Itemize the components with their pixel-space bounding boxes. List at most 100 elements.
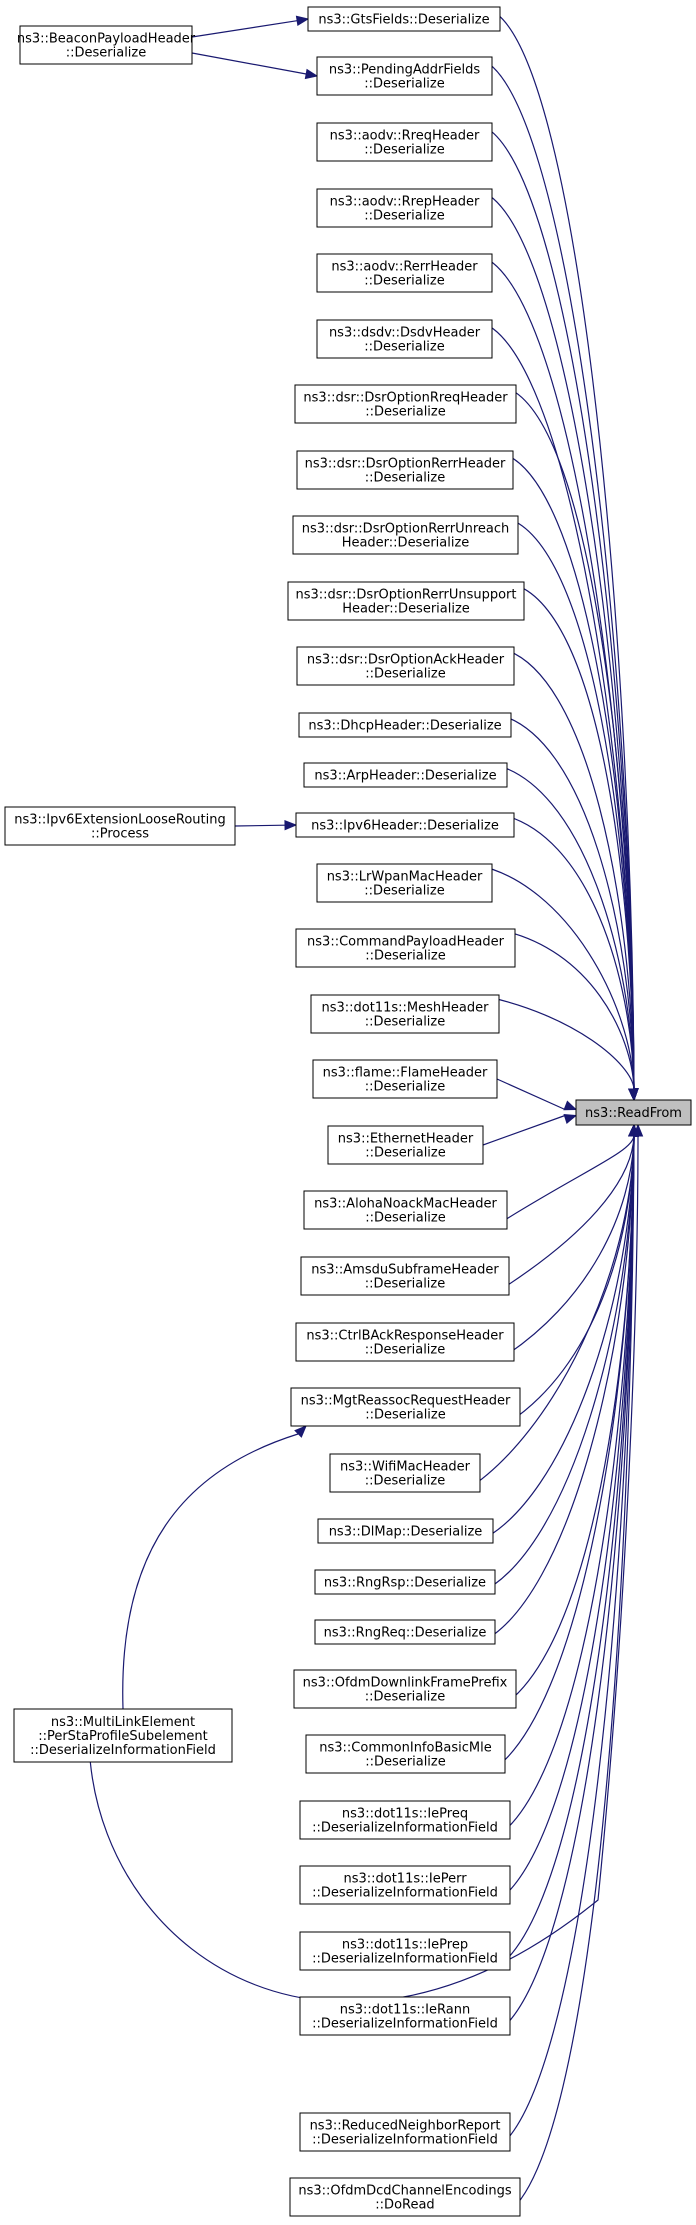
node-dsdv[interactable]: ns3::dsdv::DsdvHeader::Deserialize xyxy=(316,319,493,359)
node-dsrunreach[interactable]: ns3::dsr::DsrOptionRerrUnreachHeader::De… xyxy=(292,515,519,555)
edge-reducedneighbor-to-readfrom xyxy=(494,1135,635,2151)
node-gts[interactable]: ns3::GtsFields::Deserialize xyxy=(307,6,501,32)
node-box xyxy=(296,450,514,490)
node-dsrrerr[interactable]: ns3::dsr::DsrOptionRerrHeader::Deseriali… xyxy=(296,450,514,490)
arrowhead-ethernet xyxy=(563,1113,578,1124)
node-label-line: ::DeserializeInformationField xyxy=(312,1886,498,1901)
edge-ofdmdcd-to-readfrom xyxy=(504,1135,635,2216)
arrowhead-ipv6loose-ipv6 xyxy=(284,819,298,831)
node-label-line: ns3::flame::FlameHeader xyxy=(323,1066,488,1081)
node-box xyxy=(316,319,493,359)
node-arp[interactable]: ns3::ArpHeader::Deserialize xyxy=(303,762,508,788)
node-ipv6[interactable]: ns3::Ipv6Header::Deserialize xyxy=(295,812,515,838)
node-box xyxy=(327,1125,484,1165)
node-label-line: ns3::AmsduSubframeHeader xyxy=(311,1263,499,1278)
node-label-line: ::Deserialize xyxy=(365,1211,446,1226)
edge-cmdpayload-to-readfrom xyxy=(499,929,635,1090)
node-label-line: ns3::MultiLinkElement xyxy=(51,1715,195,1730)
node-box xyxy=(19,25,193,65)
node-ipv6loose[interactable]: ns3::Ipv6ExtensionLooseRouting::Process xyxy=(4,806,236,846)
node-rerr[interactable]: ns3::aodv::RerrHeader::Deserialize xyxy=(316,253,493,293)
node-label-line: ns3::WifiMacHeader xyxy=(340,1460,471,1475)
node-rngreq[interactable]: ns3::RngReq::Deserialize xyxy=(314,1619,496,1645)
node-ierann[interactable]: ns3::dot11s::IeRann::DeserializeInformat… xyxy=(299,1996,511,2036)
node-label-line: ns3::LrWpanMacHeader xyxy=(327,870,483,885)
node-label-line: ::Deserialize xyxy=(66,46,147,61)
node-label-line: ns3::dsr::DsrOptionRreqHeader xyxy=(303,391,508,406)
node-label-line: ::DeserializeInformationField xyxy=(312,2017,498,2032)
node-box xyxy=(295,812,515,838)
node-label-line: ::Deserialize xyxy=(364,340,445,355)
edge-ctrlback-to-readfrom xyxy=(498,1135,635,1361)
node-box xyxy=(307,6,501,32)
node-label-line: ns3::OfdmDcdChannelEncodings xyxy=(298,2184,511,2199)
node-dlmap[interactable]: ns3::DlMap::Deserialize xyxy=(317,1518,494,1544)
node-ethernet[interactable]: ns3::EthernetHeader::Deserialize xyxy=(327,1125,484,1165)
node-label-line: ::Deserialize xyxy=(365,1408,446,1423)
edge-flame-to-readfrom xyxy=(496,1078,566,1111)
arrowhead-multilink-mgtreassoc xyxy=(294,1425,307,1438)
node-label-line: ns3::Ipv6ExtensionLooseRouting xyxy=(14,813,225,828)
node-dsrunsupport[interactable]: ns3::dsr::DsrOptionRerrUnsupportHeader::… xyxy=(287,581,525,621)
edge-dsrrreq-to-readfrom xyxy=(500,385,635,1090)
node-iepreq[interactable]: ns3::dot11s::IePreq::DeserializeInformat… xyxy=(299,1800,511,1840)
node-mesh[interactable]: ns3::dot11s::MeshHeader::Deserialize xyxy=(310,994,500,1034)
node-box xyxy=(329,1453,481,1493)
node-cmdpayload[interactable]: ns3::CommandPayloadHeader::Deserialize xyxy=(295,928,516,968)
edge-aloha-to-readfrom xyxy=(491,1135,635,1229)
node-label-line: ::Deserialize xyxy=(364,274,445,289)
node-dhcp[interactable]: ns3::DhcpHeader::Deserialize xyxy=(298,712,512,738)
node-flame[interactable]: ns3::flame::FlameHeader::Deserialize xyxy=(312,1059,498,1099)
edge-mgtreassoc-to-readfrom xyxy=(504,1135,635,1426)
node-beacon[interactable]: ns3::BeaconPayloadHeader::Deserialize xyxy=(17,25,196,65)
edge-gts-to-readfrom xyxy=(484,7,635,1090)
node-ieprep[interactable]: ns3::dot11s::IePrep::DeserializeInformat… xyxy=(299,1931,511,1971)
edge-dsrunsupport-to-readfrom xyxy=(508,582,635,1090)
node-amsdu[interactable]: ns3::AmsduSubframeHeader::Deserialize xyxy=(300,1256,510,1296)
node-label-line: ns3::dot11s::IePreq xyxy=(342,1807,468,1822)
node-pending[interactable]: ns3::PendingAddrFields::Deserialize xyxy=(316,56,493,96)
edge-beacon-to-gts xyxy=(191,20,298,38)
node-box xyxy=(316,253,493,293)
node-readfrom[interactable]: ns3::ReadFrom xyxy=(575,1099,692,1126)
node-ofdmdcd[interactable]: ns3::OfdmDcdChannelEncodings::DoRead xyxy=(289,2177,521,2217)
node-box xyxy=(287,581,525,621)
node-label-line: ns3::dot11s::IePerr xyxy=(343,1872,467,1887)
node-label-line: Header::Deserialize xyxy=(342,536,470,551)
node-reducedneighbor[interactable]: ns3::ReducedNeighborReport::DeserializeI… xyxy=(299,2112,511,2152)
node-ieperr[interactable]: ns3::dot11s::IePerr::DeserializeInformat… xyxy=(299,1865,511,1905)
node-label-line: ns3::dot11s::MeshHeader xyxy=(322,1001,490,1016)
node-box xyxy=(294,384,517,424)
node-label-line: ::DeserializeInformationField xyxy=(312,2133,498,2148)
edge-multilink-to-mgtreassoc xyxy=(122,1433,299,1710)
edge-dhcp-to-readfrom xyxy=(495,713,635,1090)
node-dsrack[interactable]: ns3::dsr::DsrOptionAckHeader::Deserializ… xyxy=(296,646,515,686)
node-rngrsp[interactable]: ns3::RngRsp::Deserialize xyxy=(314,1569,496,1595)
node-box xyxy=(575,1099,692,1126)
node-label-line: ::Deserialize xyxy=(364,77,445,92)
node-mgtreassoc[interactable]: ns3::MgtReassocRequestHeader::Deserializ… xyxy=(290,1387,521,1427)
edge-rngrsp-to-readfrom xyxy=(479,1135,635,1594)
node-label-line: ns3::ReducedNeighborReport xyxy=(310,2119,501,2134)
node-box xyxy=(292,515,519,555)
node-label-line: ::Deserialize xyxy=(365,1080,446,1095)
node-box xyxy=(316,188,493,228)
node-label-line: ns3::BeaconPayloadHeader xyxy=(17,32,196,47)
node-ctrlback[interactable]: ns3::CtrlBAckResponseHeader::Deserialize xyxy=(295,1322,515,1362)
node-box xyxy=(317,1518,494,1544)
node-dsrrreq[interactable]: ns3::dsr::DsrOptionRreqHeader::Deseriali… xyxy=(294,384,517,424)
node-commoninfo[interactable]: ns3::CommonInfoBasicMle::Deserialize xyxy=(305,1734,506,1774)
node-lrwpan[interactable]: ns3::LrWpanMacHeader::Deserialize xyxy=(316,863,493,903)
edge-dsrack-to-readfrom xyxy=(498,647,635,1090)
call-edges xyxy=(89,7,644,2216)
node-label-line: ns3::DhcpHeader::Deserialize xyxy=(308,719,501,734)
node-rreq[interactable]: ns3::aodv::RreqHeader::Deserialize xyxy=(316,122,493,162)
edge-ipv6loose-to-ipv6 xyxy=(234,824,286,827)
node-rrep[interactable]: ns3::aodv::RrepHeader::Deserialize xyxy=(316,188,493,228)
node-ofdmdl[interactable]: ns3::OfdmDownlinkFramePrefix::Deserializ… xyxy=(293,1669,517,1709)
node-aloha[interactable]: ns3::AlohaNoackMacHeader::Deserialize xyxy=(303,1190,508,1230)
node-label-line: ::Deserialize xyxy=(365,405,446,420)
node-label-line: ::Deserialize xyxy=(365,1146,446,1161)
node-multilink[interactable]: ns3::MultiLinkElement::PerStaProfileSube… xyxy=(13,1708,233,1763)
node-wifimac[interactable]: ns3::WifiMacHeader::Deserialize xyxy=(329,1453,481,1493)
